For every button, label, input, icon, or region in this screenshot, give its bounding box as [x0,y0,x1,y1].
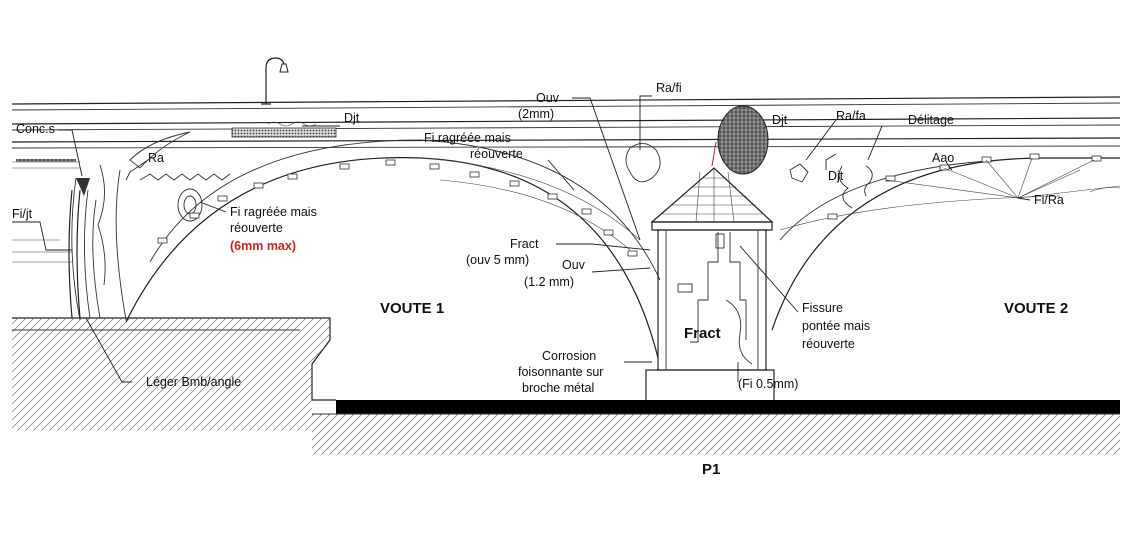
vault-1-arch [125,139,661,359]
label-djt-right: Djt [772,113,788,127]
pier-p1 [645,105,775,403]
label-corrosion-1: Corrosion [542,349,596,363]
fan-lines [885,157,1121,199]
label-fissure-2: pontée mais [802,319,870,333]
label-fract-2: (ouv 5 mm) [466,253,529,267]
deck-lines [11,96,1121,169]
label-corrosion-3: broche métal [522,381,594,395]
label-corrosion-2: foisonnante sur [518,365,603,379]
label-ra-left: Ra [148,151,164,165]
label-conc-s: Conc.s [16,122,55,136]
joint-marker [16,159,76,162]
label-fi-ragree-mid-2: réouverte [470,147,523,161]
label-fi-ragree-left-3: (6mm max) [230,239,296,253]
label-ra-fa: Ra/fa [836,109,866,123]
label-voute-1: VOUTE 1 [380,300,444,317]
label-djt-top: Djt [344,111,360,125]
label-ra-fi: Ra/fi [656,81,682,95]
label-fract-pier: Fract [684,325,721,342]
voussoir-markers-2 [827,153,1102,220]
label-fi-ragree-left-2: réouverte [230,221,283,235]
label-fi-ragree-left-1: Fi ragréée mais [230,205,317,219]
annotation-labels: Conc.s Ra Fi/jt Djt Fi ragréée mais réou… [12,81,1068,478]
label-fi-05: (Fi 0.5mm) [738,377,798,391]
label-aao: Aao [932,151,954,165]
label-fract-1: Fract [510,237,539,251]
label-fi-ra: Fi/Ra [1034,193,1064,207]
label-ouv-12-2: (1.2 mm) [524,275,574,289]
djt-pier-top [717,105,769,175]
label-p1: P1 [702,461,720,478]
label-ouv-12-1: Ouv [562,258,586,272]
ground [312,400,1120,454]
label-djt-small: Djt [828,169,844,183]
voussoir-markers-1 [157,159,638,257]
label-ouv-2mm-1: Ouv [536,91,560,105]
label-ouv-2mm-2: (2mm) [518,107,554,121]
left-abutment [12,131,336,430]
label-voute-2: VOUTE 2 [1004,300,1068,317]
djt-band [231,127,337,138]
lamp-post-icon [261,57,289,105]
label-fissure-3: réouverte [802,337,855,351]
leader-lines [12,95,1031,383]
label-leger-bmb: Léger Bmb/angle [146,375,241,389]
label-fi-jt: Fi/jt [12,207,33,221]
label-fi-ragree-mid-1: Fi ragréée mais [424,131,511,145]
label-delitage: Délitage [908,113,954,127]
label-fissure-1: Fissure [802,301,843,315]
